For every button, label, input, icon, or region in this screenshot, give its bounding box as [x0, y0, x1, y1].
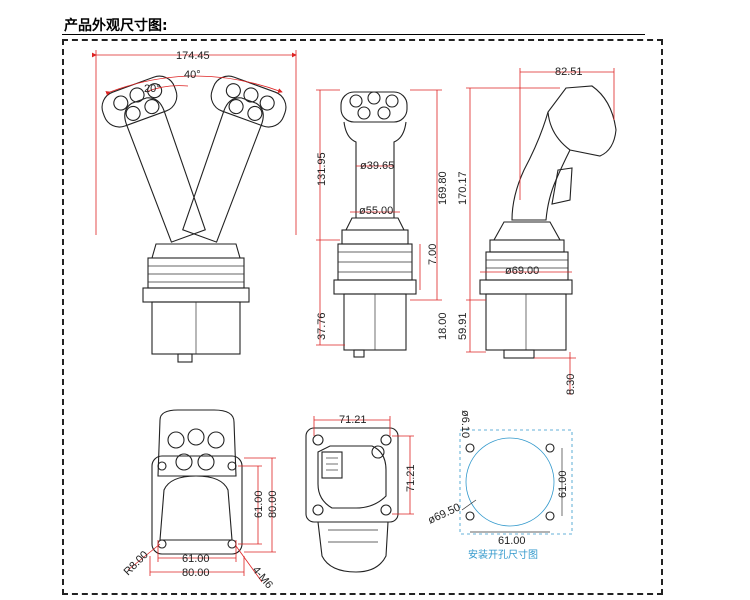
dim-side-base-height: 59.91 — [457, 312, 469, 340]
front-view: ø39.65 ø55.00 131.95 169.80 7.00 37.76 1… — [316, 89, 449, 358]
dim-side-height: 170.17 — [457, 171, 469, 205]
dim-top-radius: R8.00 — [122, 549, 151, 578]
dim-bottom-width: 71.21 — [339, 414, 367, 426]
dim-swing-width: 174.45 — [176, 50, 210, 62]
dim-top-screws: 4-M6 — [250, 564, 275, 591]
dim-grip-height: 131.95 — [316, 152, 328, 186]
dim-cutout-hole-dia: ø6.10 — [459, 410, 471, 438]
dim-grip-dia: ø39.65 — [360, 160, 394, 172]
bottom-view: 71.21 71.21 — [305, 414, 417, 573]
dim-top-width: 80.00 — [182, 567, 210, 579]
title-rule — [62, 34, 645, 35]
dim-top-hole-y: 61.00 — [253, 490, 265, 518]
cutout-caption: 安装开孔尺寸图 — [468, 548, 538, 561]
dim-top-height: 80.00 — [267, 490, 279, 518]
dim-cutout-spacing-y: 61.00 — [557, 470, 569, 498]
dim-base-height: 18.00 — [437, 312, 449, 340]
dim-boot-dia: ø55.00 — [359, 205, 393, 217]
top-view: 61.00 80.00 61.00 80.00 R8.00 4-M6 — [122, 409, 279, 591]
dim-flange-height: 7.00 — [427, 244, 439, 265]
panel-cutout-view: ø6.10 ø69.50 61.00 61.00 安装开孔尺寸图 — [426, 410, 573, 561]
dim-angle-outer: 40° — [184, 69, 201, 81]
dim-angle-inner: 20° — [144, 83, 161, 95]
dim-cutout-spacing-x: 61.00 — [498, 535, 526, 547]
dim-side-reach: 82.51 — [555, 66, 583, 78]
dim-side-base-dia: ø69.00 — [505, 265, 539, 277]
page-title: 产品外观尺寸图: — [64, 18, 168, 34]
dim-cutout-opening: ø69.50 — [426, 501, 462, 526]
drawing-frame — [62, 39, 663, 595]
dim-connector-height: 8.30 — [565, 374, 577, 395]
front-swing-view: 174.45 40° 20° — [92, 50, 297, 363]
side-view: 82.51 170.17 ø69.00 59.91 8.30 — [457, 66, 617, 395]
dim-lower-height: 37.76 — [316, 312, 328, 340]
dim-total-height: 169.80 — [437, 171, 449, 205]
dim-bottom-height: 71.21 — [405, 464, 417, 492]
dim-top-hole-x: 61.00 — [182, 553, 210, 565]
